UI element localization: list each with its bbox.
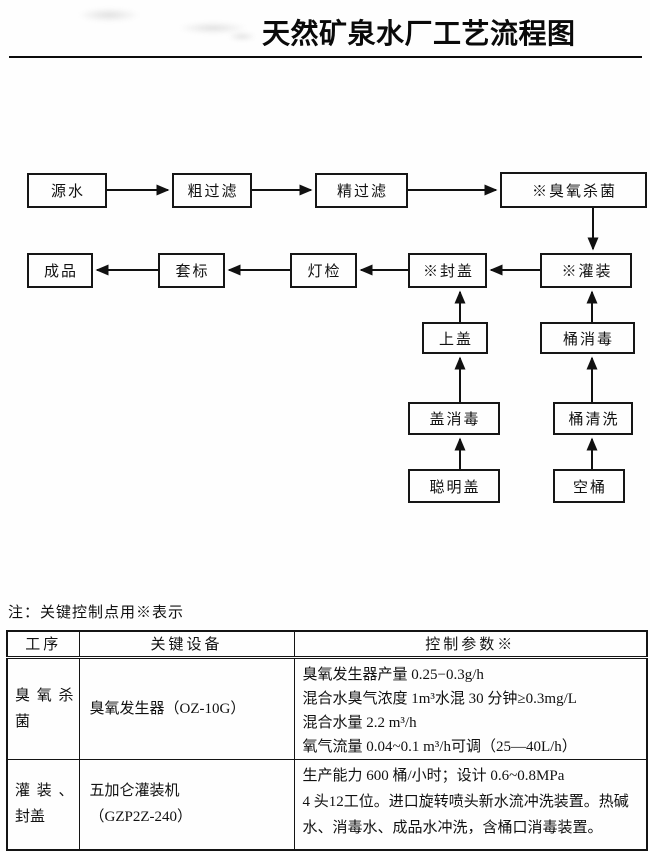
process-cell: 臭氧杀菌: [6, 657, 80, 760]
scan-smudge: [78, 8, 140, 22]
parameter-line: 混合水臭气浓度 1m³水混 30 分钟≥0.3mg/L: [302, 691, 577, 707]
flow-node-ozone-sterilization: ※臭氧杀菌: [500, 172, 647, 208]
equipment-line: （GZP2Z-240）: [89, 809, 193, 826]
flow-node-empty-barrel: 空桶: [553, 469, 625, 503]
flow-node-source-water: 源水: [27, 173, 107, 208]
critical-point-note: 注：关键控制点用※表示: [8, 605, 185, 621]
flow-node-finished-product: 成品: [27, 253, 93, 288]
header-control-parameters: 控制参数※: [293, 630, 648, 659]
page-title: 天然矿泉水厂工艺流程图: [262, 19, 576, 50]
equipment-line: 五加仑灌装机: [89, 783, 180, 800]
table-row-filling-capping: 灌装、封盖 五加仑灌装机 （GZP2Z-240） 生产能力 600 桶/小时；设…: [6, 759, 648, 850]
equipment-line: 臭氧发生器（OZ-10G）: [89, 701, 246, 717]
equipment-cell: 五加仑灌装机 （GZP2Z-240）: [78, 759, 295, 850]
flow-node-capping: ※封盖: [408, 253, 487, 288]
process-cell: 灌装、封盖: [6, 759, 80, 850]
flow-node-barrel-washing: 桶清洗: [553, 402, 633, 435]
flow-node-filling: ※灌装: [540, 253, 632, 288]
table-header-row: 工序 关键设备 控制参数※: [6, 630, 648, 659]
scan-smudge: [178, 22, 248, 34]
parameter-line: 4 头12工位。进口旋转喷头新水流冲洗装置。热碱水、消毒水、成品水冲洗，含桶口消…: [302, 794, 629, 836]
control-parameters-table: 工序 关键设备 控制参数※ 臭氧杀菌 臭氧发生器（OZ-10G） 臭氧发生器产量…: [6, 630, 648, 851]
flow-node-cap-disinfection: 盖消毒: [408, 402, 500, 435]
flow-node-fine-filtration: 精过滤: [315, 173, 408, 208]
flow-node-light-inspection: 灯检: [290, 253, 357, 288]
header-process: 工序: [6, 630, 80, 659]
parameters-cell: 臭氧发生器产量 0.25−0.3g/h 混合水臭气浓度 1m³水混 30 分钟≥…: [293, 657, 648, 760]
title-underline: [9, 56, 642, 58]
flow-node-barrel-disinfection: 桶消毒: [540, 322, 635, 354]
scan-smudge: [228, 32, 256, 41]
equipment-cell: 臭氧发生器（OZ-10G）: [78, 657, 295, 760]
flow-node-labeling: 套标: [158, 253, 225, 288]
flow-node-cap-loading: 上盖: [422, 322, 488, 354]
parameter-line: 混合水量 2.2 m³/h: [302, 715, 417, 731]
parameter-line: 氧气流量 0.04~0.1 m³/h可调（25—40L/h）: [302, 739, 577, 755]
parameter-line: 臭氧发生器产量 0.25−0.3g/h: [302, 667, 484, 683]
flow-node-smart-cap: 聪明盖: [408, 469, 500, 503]
flow-node-coarse-filtration: 粗过滤: [172, 173, 252, 208]
header-key-equipment: 关键设备: [78, 630, 295, 659]
parameters-cell: 生产能力 600 桶/小时；设计 0.6~0.8MPa 4 头12工位。进口旋转…: [293, 759, 648, 850]
parameter-line: 生产能力 600 桶/小时；设计 0.6~0.8MPa: [302, 768, 565, 784]
table-row-ozone: 臭氧杀菌 臭氧发生器（OZ-10G） 臭氧发生器产量 0.25−0.3g/h 混…: [6, 657, 648, 760]
